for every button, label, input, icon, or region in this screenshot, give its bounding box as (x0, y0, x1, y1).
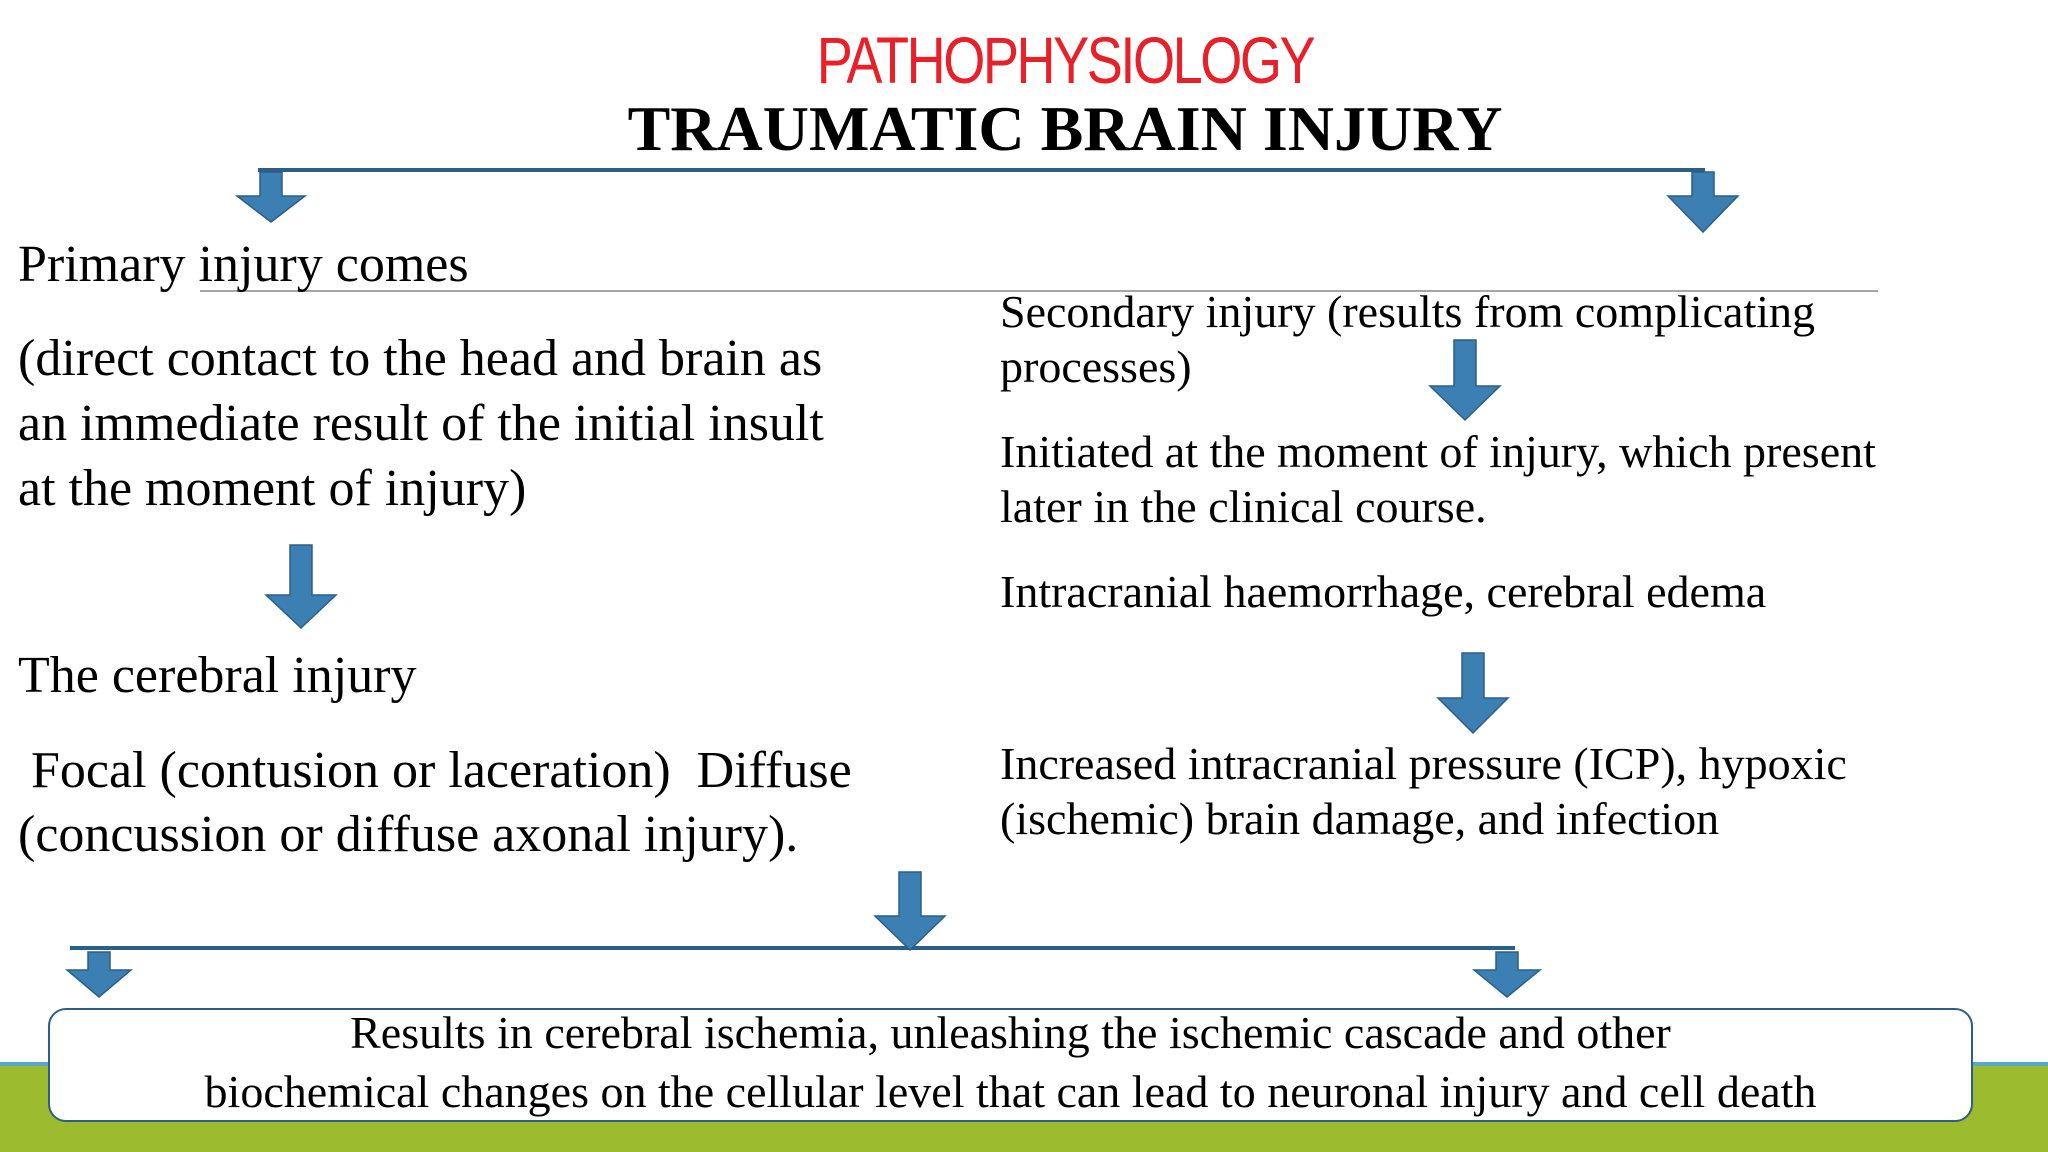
primary-injury-desc-2: an immediate result of the initial insul… (18, 395, 824, 452)
page-subtitle: TRAUMATIC BRAIN INJURY (627, 93, 1503, 164)
result-box (48, 1008, 1973, 1122)
arrow-to-primary-icon (234, 171, 308, 223)
primary-injury-heading: Primary injury comes (18, 236, 469, 293)
result-line-2: biochemical changes on the cellular leve… (204, 1066, 1817, 1117)
arrow-to-cerebral-icon (264, 544, 338, 630)
arrow-to-icp-icon (1436, 652, 1510, 735)
haemorrhage-edema: Intracranial haemorrhage, cerebral edema (1000, 566, 1767, 617)
page-title: PATHOPHYSIOLOGY (816, 23, 1316, 97)
injury-types-2: (concussion or diffuse axonal injury). (18, 806, 799, 863)
injury-types-1: Focal (contusion or laceration) Diffuse (18, 742, 852, 799)
secondary-injury-1: Secondary injury (results from complicat… (1000, 286, 1816, 337)
secondary-injury-2: processes) (1000, 341, 1192, 392)
arrow-to-bottom-connector-icon (873, 871, 947, 952)
icp-1: Increased intracranial pressure (ICP), h… (1000, 738, 1847, 789)
initiated-1: Initiated at the moment of injury, which… (1000, 426, 1876, 477)
arrow-to-result-left-icon (64, 951, 134, 998)
initiated-2: later in the clinical course. (1000, 481, 1487, 532)
cerebral-injury-heading: The cerebral injury (18, 647, 417, 704)
arrow-to-secondary-icon (1666, 171, 1740, 234)
arrow-to-result-right-icon (1471, 951, 1543, 998)
icp-2: (ischemic) brain damage, and infection (1000, 793, 1720, 844)
result-line-1: Results in cerebral ischemia, unleashing… (350, 1007, 1671, 1058)
primary-injury-desc-3: at the moment of injury) (18, 460, 527, 517)
arrow-to-initiated-icon (1428, 339, 1502, 422)
primary-injury-desc-1: (direct contact to the head and brain as (18, 330, 823, 387)
